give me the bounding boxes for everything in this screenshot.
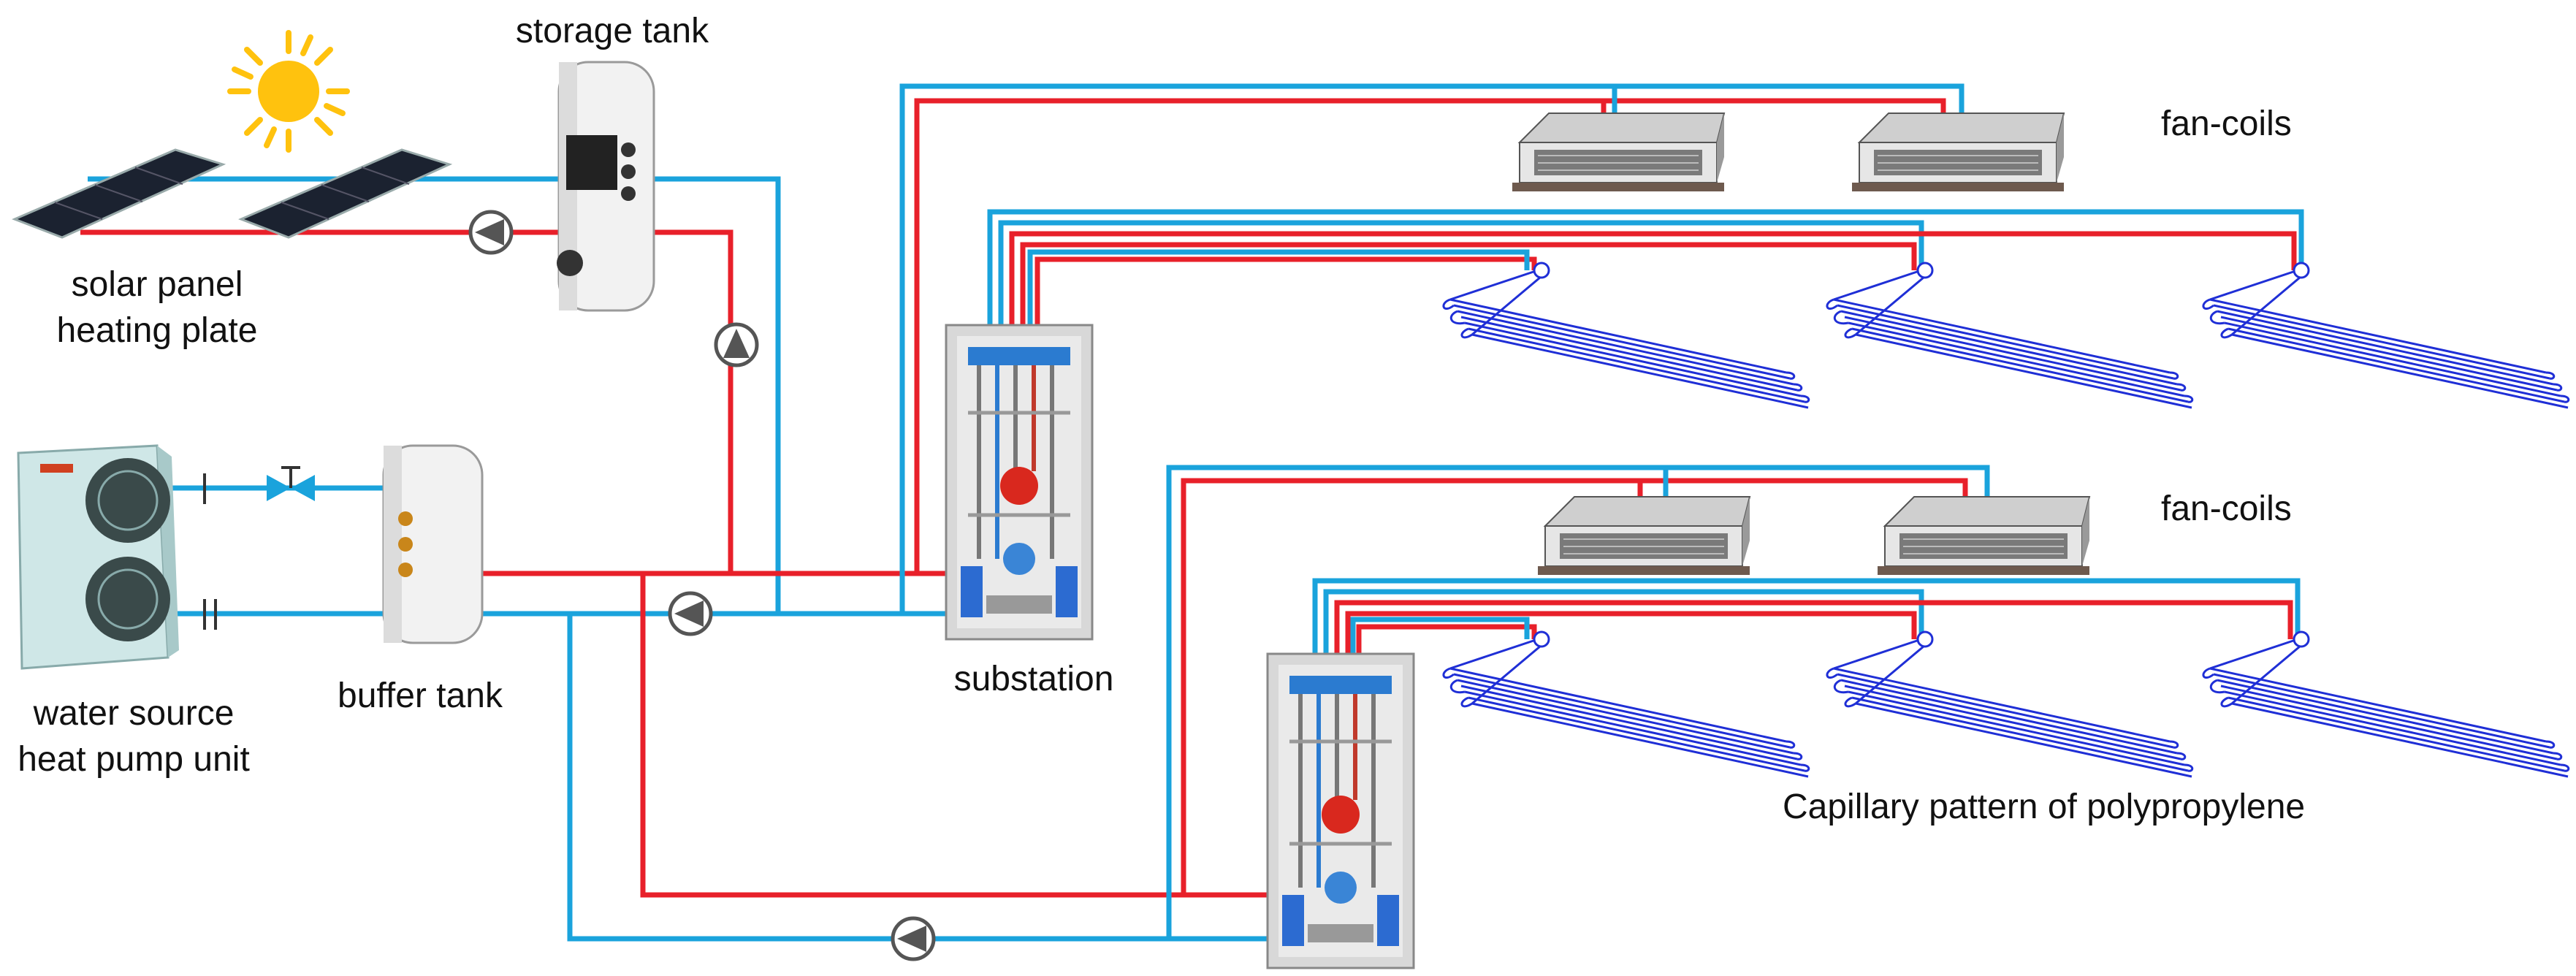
solar-panel-icon — [12, 148, 453, 239]
fan-coil-icon — [1512, 113, 2090, 576]
label-solar-panel: solar panel — [72, 265, 243, 304]
label-heat-pump-unit: heat pump unit — [18, 740, 250, 779]
label-capillary-pattern: Capillary pattern of polypropylene — [1783, 788, 2305, 826]
label-storage-tank: storage tank — [516, 12, 709, 50]
buffer-tank-icon — [382, 444, 484, 644]
label-heating-plate: heating plate — [57, 311, 258, 350]
valve-icon — [203, 466, 315, 630]
label-buffer-tank: buffer tank — [338, 676, 503, 715]
circulation-pump-icon — [468, 210, 936, 961]
substation-icon — [946, 325, 1414, 968]
storage-tank-icon — [557, 61, 655, 312]
label-water-source: water source — [33, 694, 235, 733]
label-fan-coils-top: fan-coils — [2161, 104, 2292, 143]
label-fan-coils-bottom: fan-coils — [2161, 489, 2292, 528]
label-substation: substation — [954, 660, 1114, 698]
sun-icon — [227, 30, 350, 153]
heat-pump-icon — [17, 444, 179, 670]
